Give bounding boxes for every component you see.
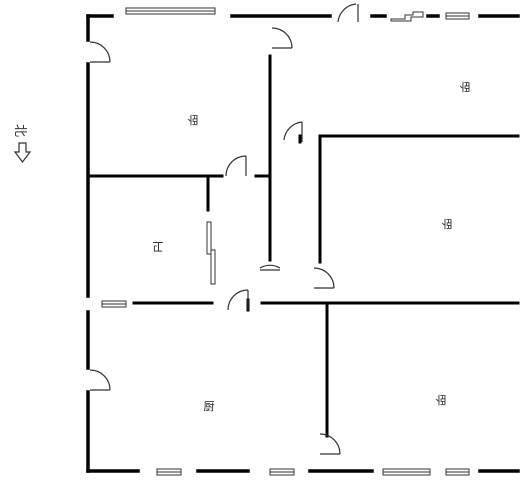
door-bottom-right-bedroom xyxy=(319,433,341,455)
room-label-kitchen: 厨 xyxy=(204,400,215,413)
window-bottom-3 xyxy=(382,468,431,476)
window-bottom-4 xyxy=(445,468,470,476)
room-label-bedroom-middle-right: 卧 xyxy=(442,217,453,230)
room-label-bathroom: 卫 xyxy=(153,240,164,253)
room-labels: 卧 卧 卧 卫 厨 卧 xyxy=(153,80,471,413)
room-label-bedroom-top-right: 卧 xyxy=(460,80,471,93)
door-top-corridor xyxy=(271,27,293,49)
window-bathroom xyxy=(206,221,216,285)
outer-walls xyxy=(86,14,520,473)
door-top-right-bedroom xyxy=(283,121,303,142)
door-top-left-bedroom-exterior xyxy=(89,41,111,63)
room-label-bedroom-top-left: 卧 xyxy=(188,113,199,126)
north-label: 北 xyxy=(12,124,27,137)
door-corridor-lower xyxy=(259,264,281,271)
window-bottom-2 xyxy=(269,468,295,476)
window-top-left xyxy=(125,7,216,15)
door-kitchen-exterior xyxy=(89,369,111,391)
door-bathroom xyxy=(227,289,249,311)
window-top-right-1 xyxy=(390,11,424,22)
north-arrow-icon xyxy=(13,142,32,163)
north-indicator: 北 xyxy=(12,124,32,163)
room-label-bedroom-bottom-right: 卧 xyxy=(436,393,447,406)
window-top-right-2 xyxy=(445,12,470,20)
door-top-right-exterior xyxy=(337,3,359,23)
interior-walls xyxy=(88,54,520,438)
windows xyxy=(101,7,470,476)
doors xyxy=(89,3,359,455)
window-left xyxy=(101,300,127,308)
door-middle-right-bedroom xyxy=(313,267,335,289)
window-bottom-1 xyxy=(156,468,182,476)
door-top-left-bedroom xyxy=(225,155,247,177)
